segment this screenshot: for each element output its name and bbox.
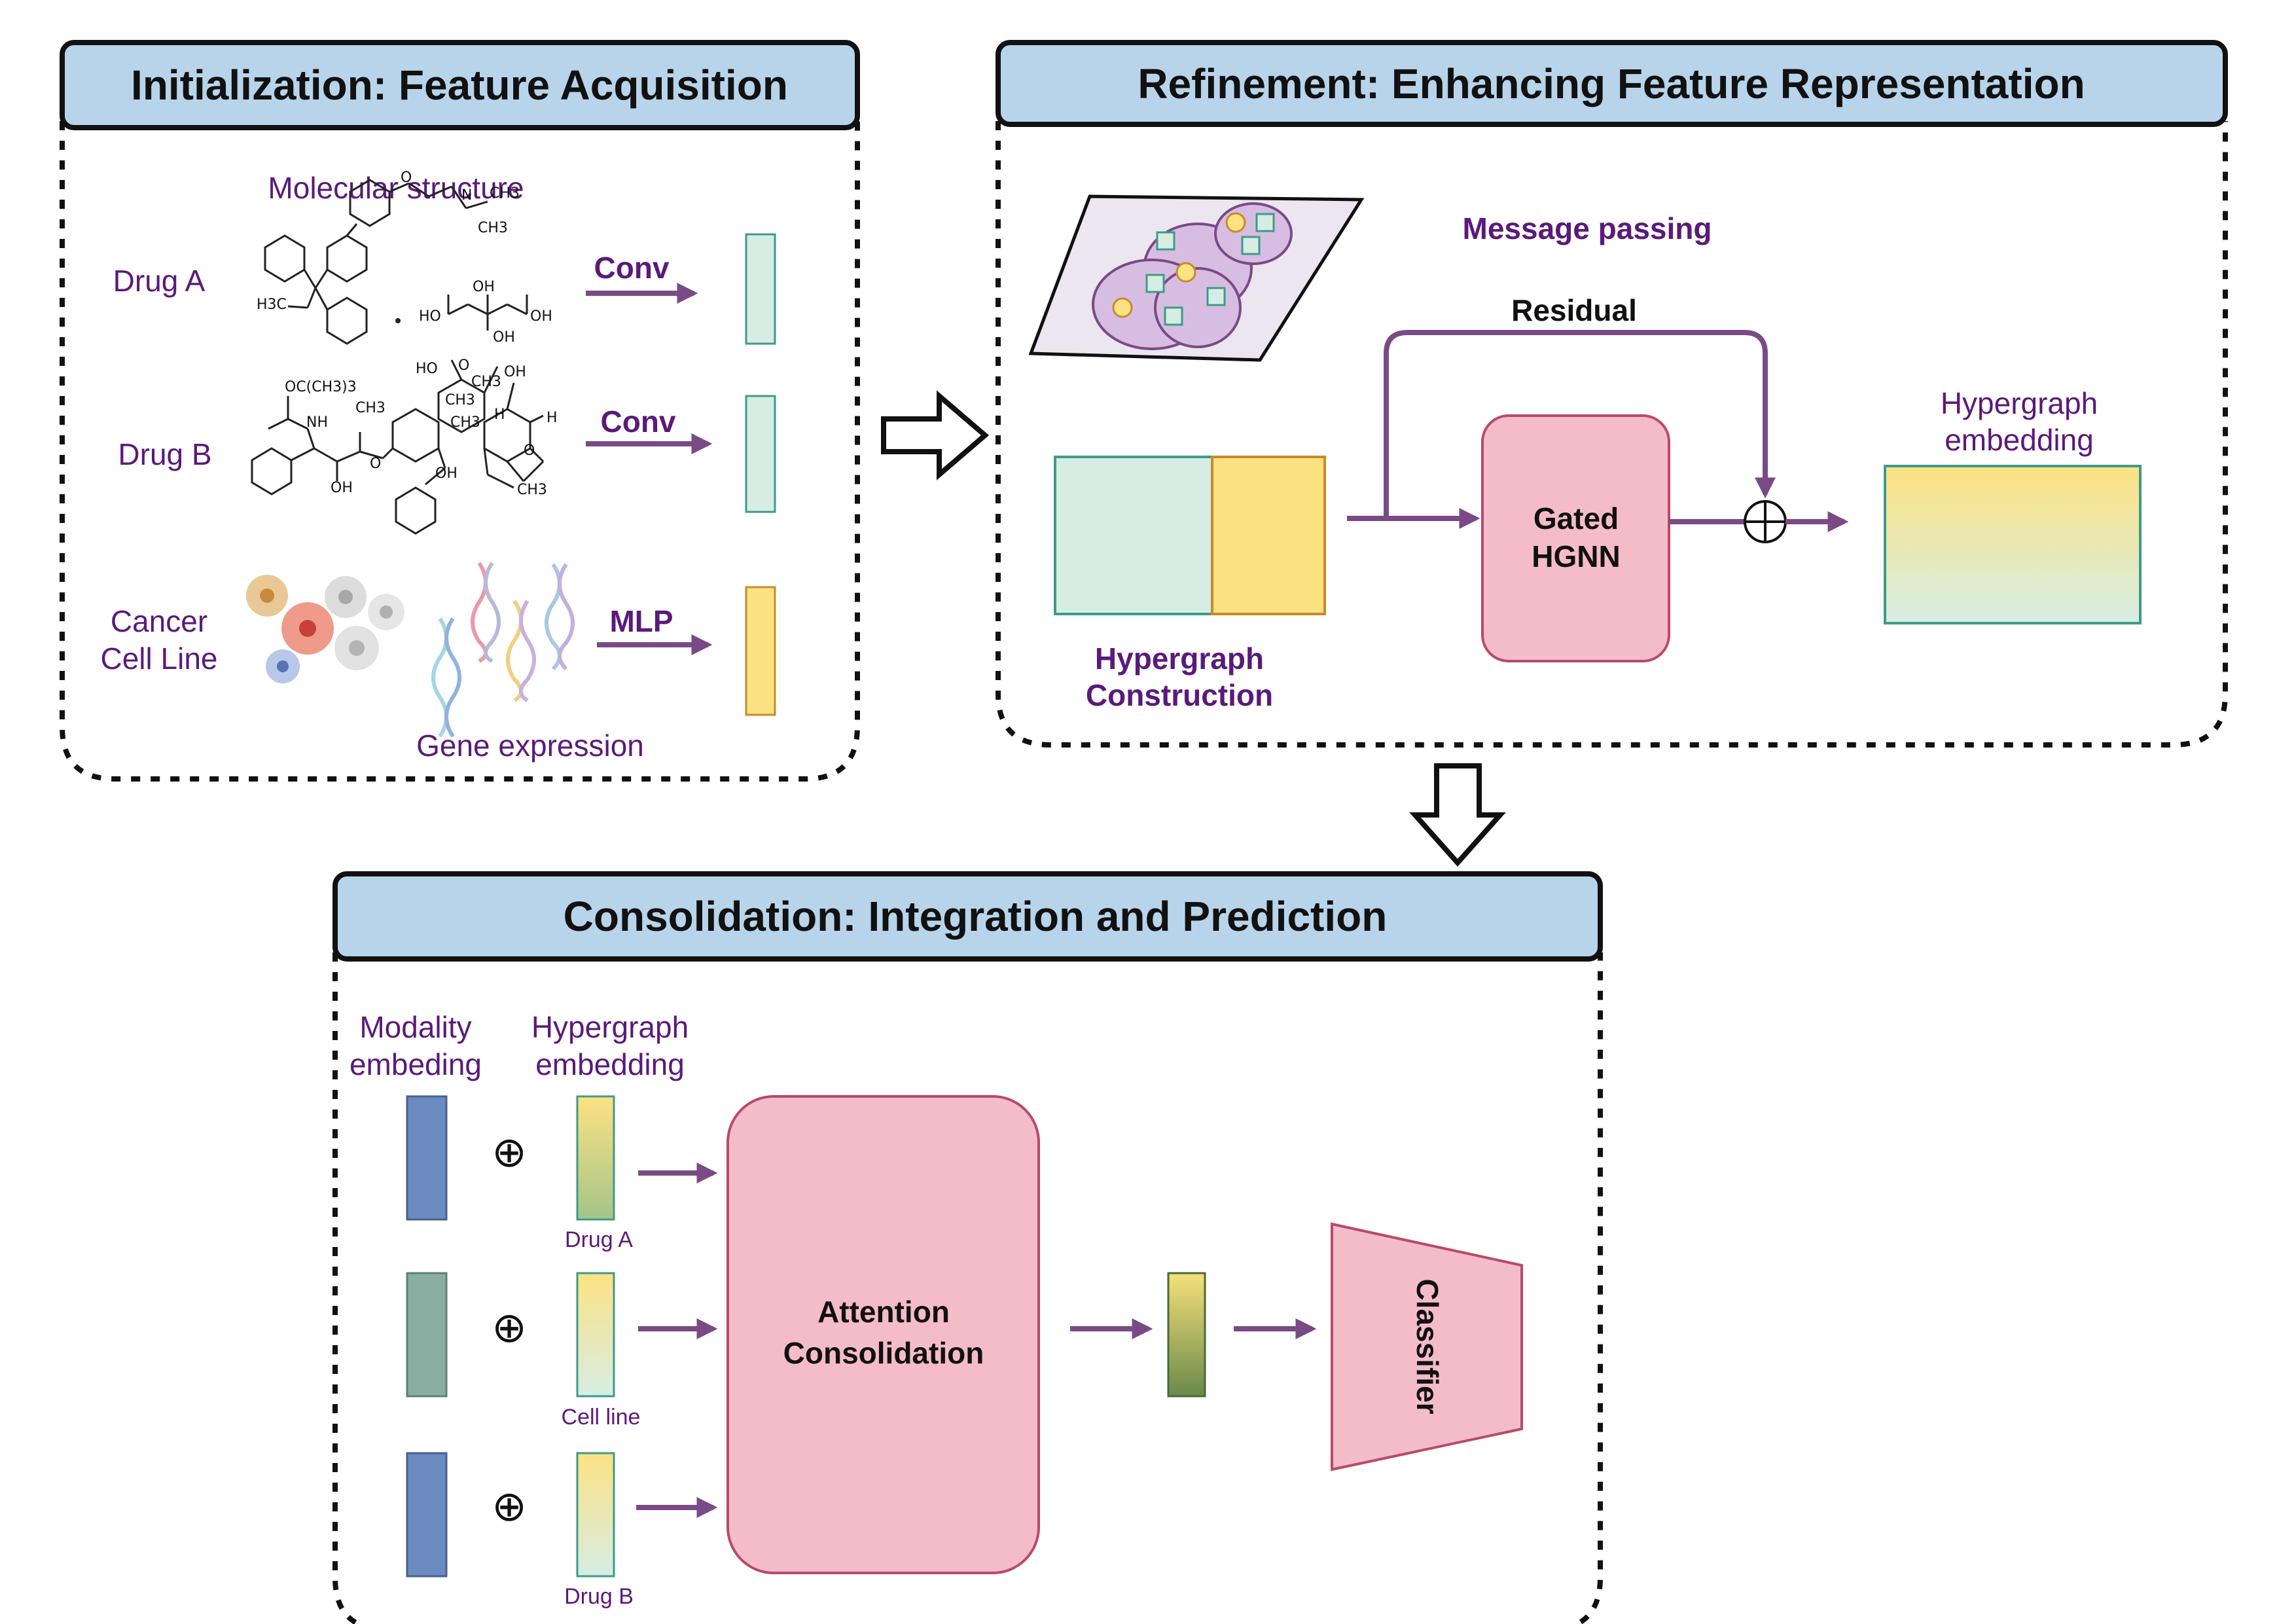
hg-emb-label-1: Hypergraph	[531, 1010, 689, 1044]
oh-label: OH	[473, 279, 495, 295]
modality-embedding-cell-line	[406, 1272, 448, 1398]
dna-strands-icon	[431, 562, 575, 738]
drug-a-label: Drug A	[113, 264, 206, 298]
modality-label-2: embeding	[350, 1047, 482, 1081]
oh-label: OH	[493, 329, 515, 346]
oh-label: OH	[435, 465, 457, 482]
init-title: Initialization: Feature Acquisition	[131, 62, 788, 109]
hg-embedding-cell-line	[576, 1272, 615, 1398]
hg-embedding-drug-a	[576, 1095, 615, 1221]
init-panel-border	[60, 121, 860, 782]
o-atom: O	[458, 357, 469, 374]
ch3-label: CH3	[517, 482, 547, 498]
construction-mint-block	[1054, 456, 1213, 615]
oplus-icon: ⊕	[492, 1483, 527, 1530]
modality-embedding-drug-b	[406, 1452, 448, 1578]
h3c-label: H3C	[257, 297, 287, 313]
message-passing-label: Message passing	[1463, 211, 1712, 245]
drug-b-molecule-icon: HO O OH CH3 CH3 CH3 CH3 H H O OH CH3 OC(…	[251, 357, 558, 535]
drug-b-label: Drug B	[118, 437, 211, 471]
hg-embedding-drug-b	[576, 1452, 615, 1578]
oplus-icon: ⊕	[492, 1128, 527, 1176]
flow-arrow-down-icon	[1409, 763, 1506, 867]
ch3-label: CH3	[478, 220, 508, 236]
o-atom: O	[401, 170, 412, 186]
n-atom: N	[461, 187, 472, 204]
consolidate-panel: Consolidation: Integration and Predictio…	[332, 871, 1603, 1624]
hg-construction-label-1: Hypergraph	[1095, 641, 1264, 676]
attention-label-2: Consolidation	[783, 1336, 984, 1370]
oh-label: OH	[331, 480, 353, 496]
h-label: H	[547, 410, 558, 426]
attention-label-1: Attention	[817, 1295, 950, 1329]
gated-label-2: HGNN	[1532, 539, 1620, 573]
consolidate-title: Consolidation: Integration and Predictio…	[564, 893, 1388, 940]
oplus-icon: ⊕	[492, 1304, 527, 1351]
oh-label: OH	[530, 308, 552, 325]
ch3-label: CH3	[490, 185, 520, 202]
hg-emb-label-2: embedding	[535, 1047, 685, 1081]
h-label: H	[494, 406, 505, 423]
drug-a-feature-vector	[745, 233, 776, 345]
hypergraph-embedding-block	[1884, 465, 2142, 624]
fused-embedding-block	[1167, 1272, 1206, 1398]
classifier-block	[1331, 1222, 1523, 1471]
modality-embedding-drug-a	[406, 1095, 448, 1221]
cancer-label: Cancer	[111, 604, 207, 638]
hg-embedding-label-1: Hypergraph	[1941, 386, 2098, 420]
oh-label: OH	[504, 364, 526, 380]
mlp-label: MLP	[609, 604, 673, 638]
refine-title: Refinement: Enhancing Feature Representa…	[1138, 60, 2085, 107]
residual-arrow	[1384, 330, 1776, 518]
cell-line-feature-vector	[745, 586, 776, 716]
gated-label-1: Gated	[1534, 501, 1619, 535]
conv-b-label: Conv	[601, 405, 676, 439]
o-atom: O	[524, 442, 535, 459]
modality-label-1: Modality	[359, 1010, 471, 1044]
o-atom: O	[370, 456, 381, 472]
drug-a-caption: Drug A	[565, 1227, 633, 1252]
gated-hgnn-block	[1481, 414, 1670, 662]
construction-yellow-block	[1211, 456, 1326, 615]
drug-b-caption: Drug B	[564, 1584, 634, 1609]
classifier-label: Classifier	[1410, 1278, 1444, 1414]
hypergraph-plane-icon	[1028, 194, 1365, 362]
hg-embedding-label-2: embedding	[1945, 423, 2094, 457]
ho-label: HO	[416, 361, 438, 377]
cell-line-label: Cell Line	[101, 641, 218, 676]
init-header	[60, 40, 860, 130]
conv-a-label: Conv	[594, 251, 670, 285]
nh-label: NH	[306, 414, 328, 431]
drug-b-feature-vector	[745, 395, 776, 513]
ho-label: HO	[419, 308, 441, 325]
ch3-label: CH3	[471, 374, 501, 390]
hg-construction-label-2: Construction	[1086, 678, 1273, 712]
flow-arrow-right-icon	[881, 390, 990, 480]
residual-label: Residual	[1511, 293, 1637, 327]
refine-header	[996, 40, 2228, 127]
drug-a-molecule-icon: O N CH3 CH3 H3C OH HO OH OH	[257, 170, 552, 346]
ch3-label: CH3	[355, 400, 386, 416]
consolidate-header	[332, 871, 1603, 962]
ch3-label: CH3	[445, 392, 475, 408]
init-panel: Initialization: Feature Acquisition Mole…	[60, 40, 860, 782]
attention-consolidation-block	[726, 1095, 1040, 1574]
refine-panel-border	[996, 121, 2228, 748]
molecular-structure-label: Molecular structure	[268, 171, 524, 205]
consolidate-panel-border	[332, 952, 1603, 1624]
cell-line-caption: Cell line	[562, 1405, 641, 1430]
cancer-cells-icon	[246, 575, 404, 683]
gene-expression-label: Gene expression	[416, 729, 644, 763]
refine-panel: Refinement: Enhancing Feature Representa…	[996, 40, 2228, 748]
ch3-label: CH3	[450, 414, 480, 431]
boc-label: OC(CH3)3	[285, 379, 357, 395]
